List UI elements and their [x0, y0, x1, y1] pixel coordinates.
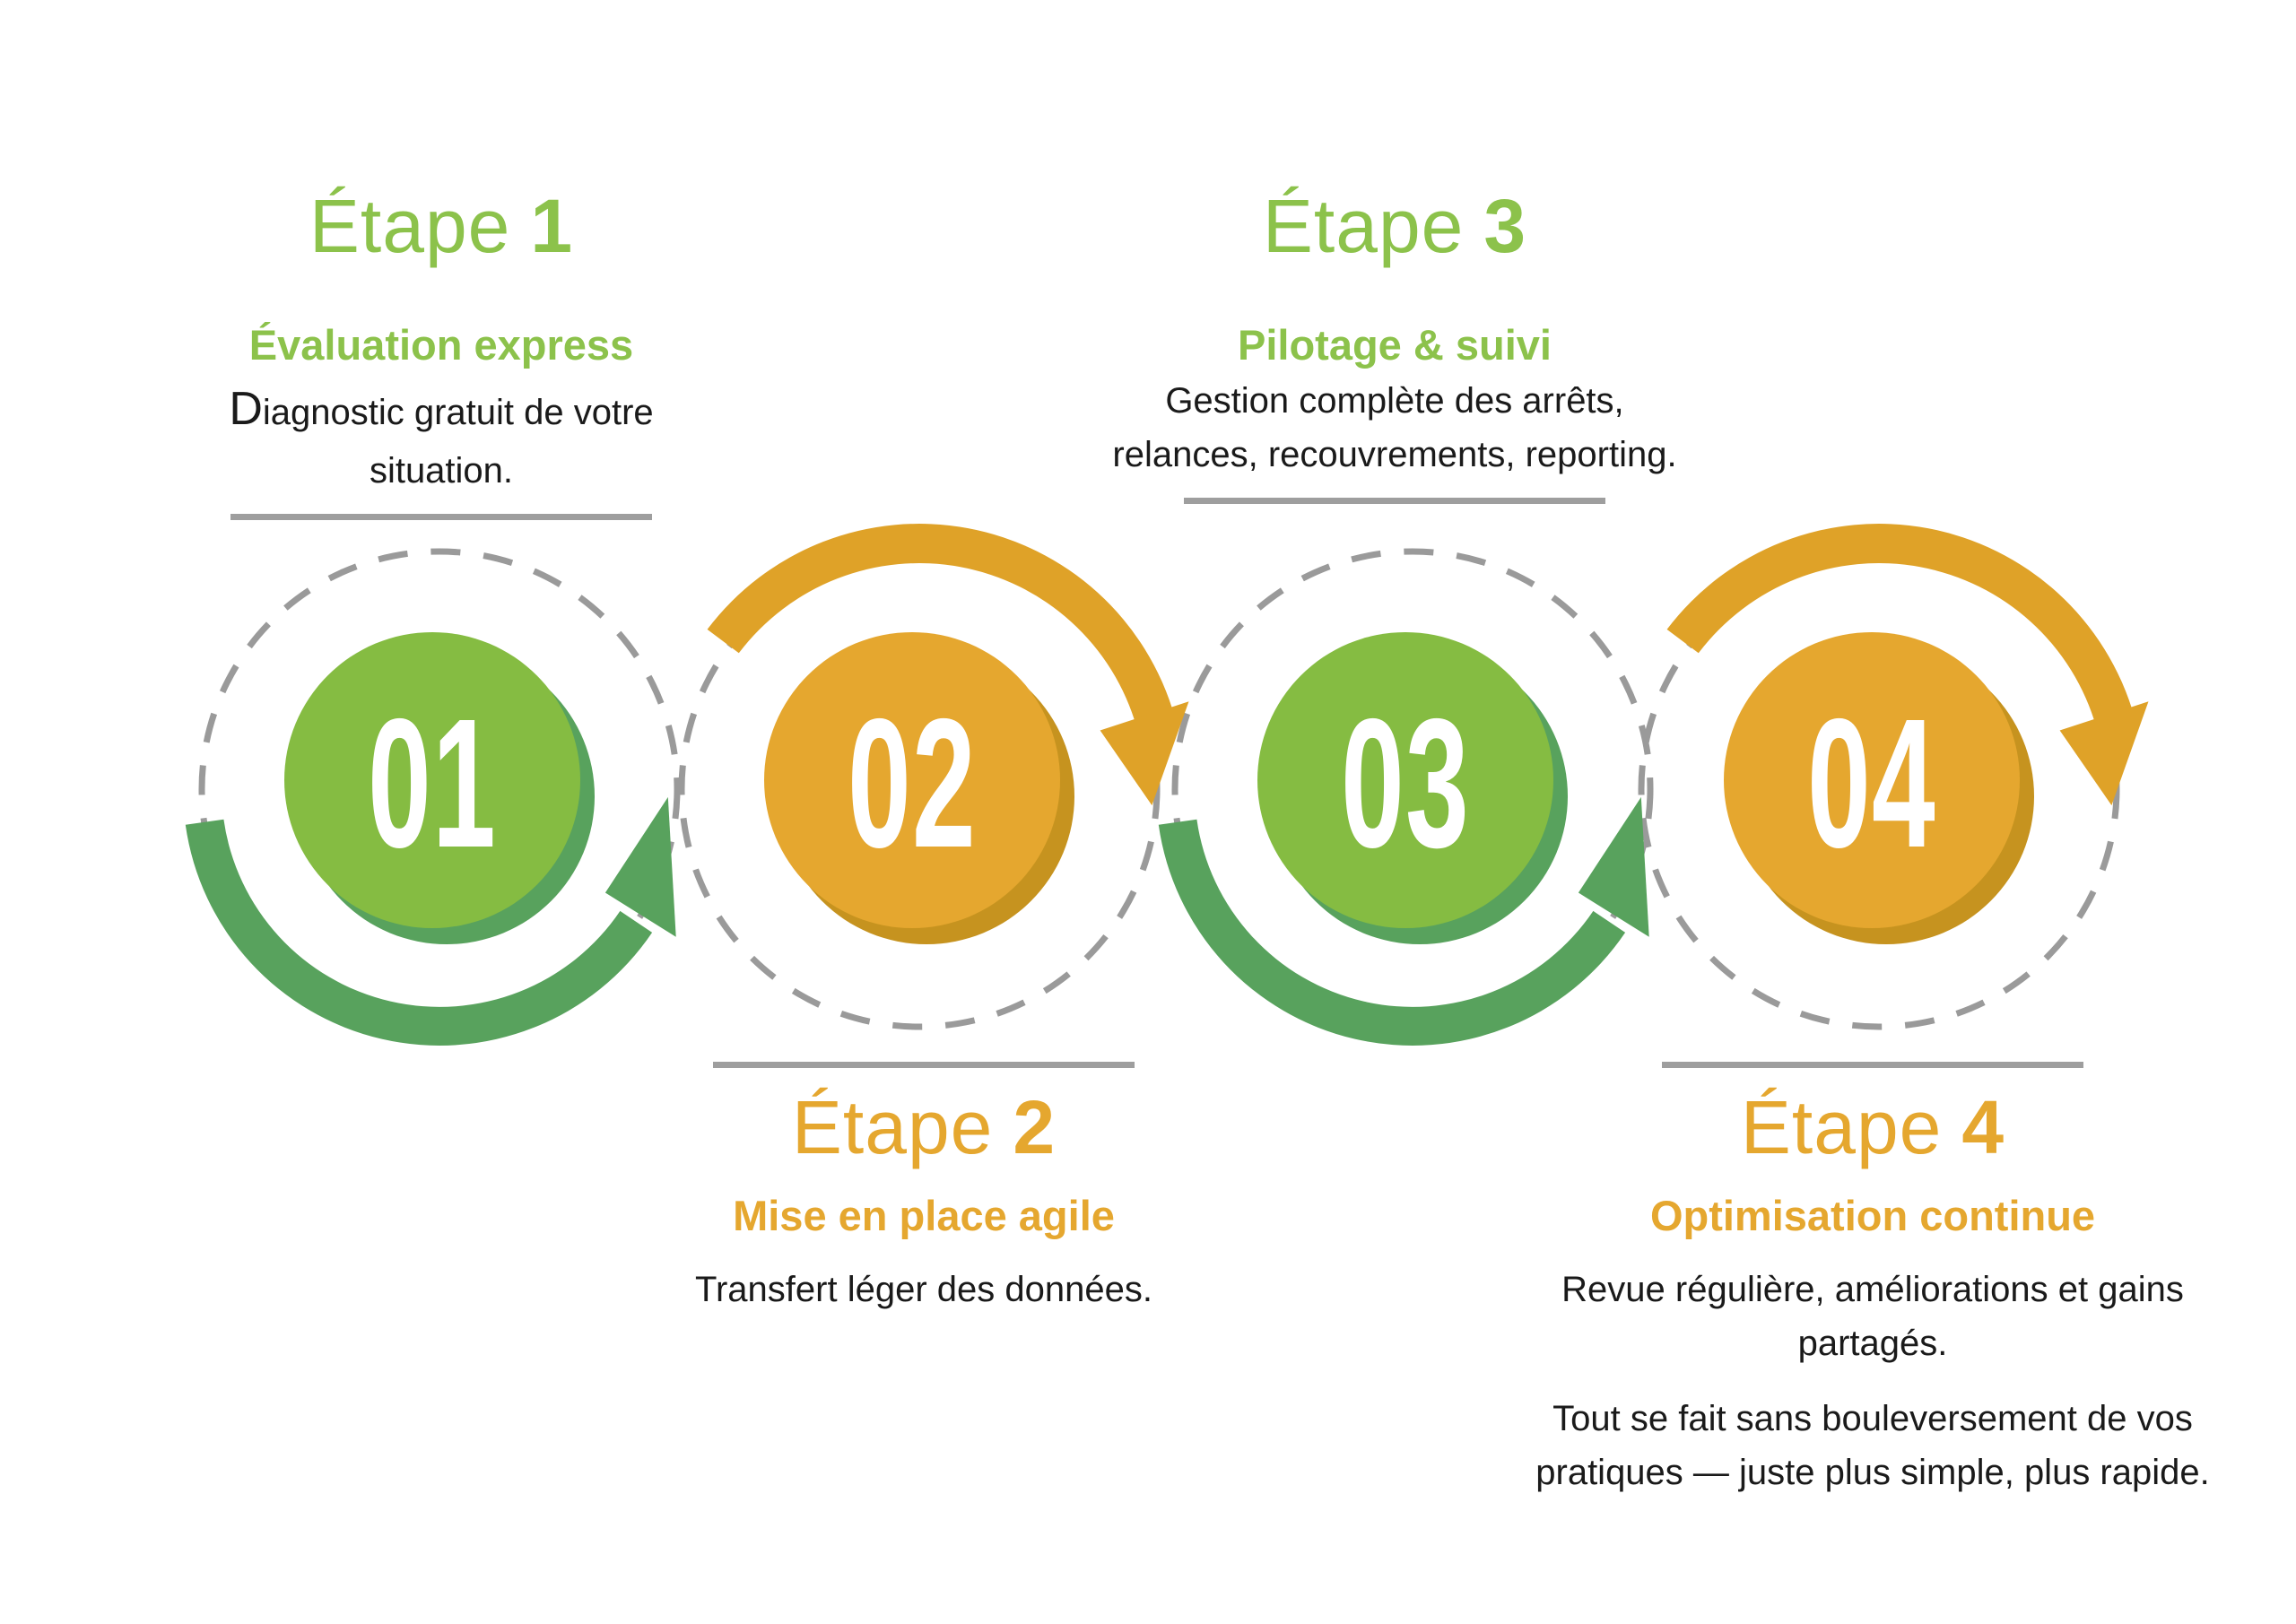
step-4-subtitle: Optimisation continue	[1649, 1192, 2096, 1239]
orange-arrowhead-4	[2059, 701, 2149, 806]
step-1-divider	[230, 514, 652, 521]
step-1-description: Diagnostic gratuit de votre situation.	[199, 374, 683, 498]
step-1-number: 1	[530, 184, 574, 268]
step-circle-04: 04	[1724, 632, 2034, 944]
step-number-03: 03	[1341, 682, 1470, 886]
circle-04	[1724, 632, 2020, 928]
step-1-label: Étape	[309, 184, 511, 268]
step-3-subtitle: Pilotage & suivi	[1238, 321, 1552, 369]
step-2-subtitle: Mise en place agile	[733, 1192, 1115, 1239]
step-circle-02: 02	[764, 632, 1074, 944]
step-2-divider	[713, 1062, 1135, 1068]
step-number-01: 01	[368, 682, 497, 886]
orange-arrowhead-2	[1100, 701, 1189, 806]
step-3-label: Étape	[1262, 184, 1465, 268]
circle-01	[284, 632, 580, 928]
circle-02	[764, 632, 1060, 928]
step-4-label: Étape	[1740, 1085, 1943, 1169]
green-arrowhead-1	[604, 796, 676, 937]
step-3-description: Gestion complète des arrêts, relances, r…	[1112, 381, 1677, 475]
green-arrow-3	[1158, 796, 1649, 1046]
step-number-02: 02	[848, 682, 977, 886]
circle-03	[1257, 632, 1553, 928]
step-1-description-rest: iagnostic gratuit de votre situation.	[262, 393, 654, 491]
step-1-description-lead: D	[229, 383, 263, 436]
step-2-label: Étape	[791, 1085, 994, 1169]
step-4-number: 4	[1961, 1085, 2005, 1169]
step-2-description: Transfert léger des données.	[695, 1270, 1152, 1310]
step-circle-03: 03	[1257, 632, 1568, 944]
step-2-number: 2	[1013, 1085, 1057, 1169]
step-3-divider	[1184, 498, 1605, 505]
step-3-number: 3	[1483, 184, 1527, 268]
step-4-description-2: Tout se fait sans bouleversement de vos …	[1535, 1399, 2210, 1493]
orange-arrow-4	[1666, 524, 2149, 806]
step-number-04: 04	[1807, 682, 1936, 886]
step-4-divider	[1662, 1062, 2083, 1068]
green-arrowhead-3	[1578, 796, 1649, 937]
step-circle-01: 01	[284, 632, 595, 944]
step-1-subtitle: Évaluation express	[248, 321, 634, 369]
step-4-description-1: Revue régulière, améliorations et gains …	[1561, 1270, 2184, 1364]
green-arrow-1	[185, 796, 676, 1046]
orange-arrow-2	[707, 524, 1189, 806]
